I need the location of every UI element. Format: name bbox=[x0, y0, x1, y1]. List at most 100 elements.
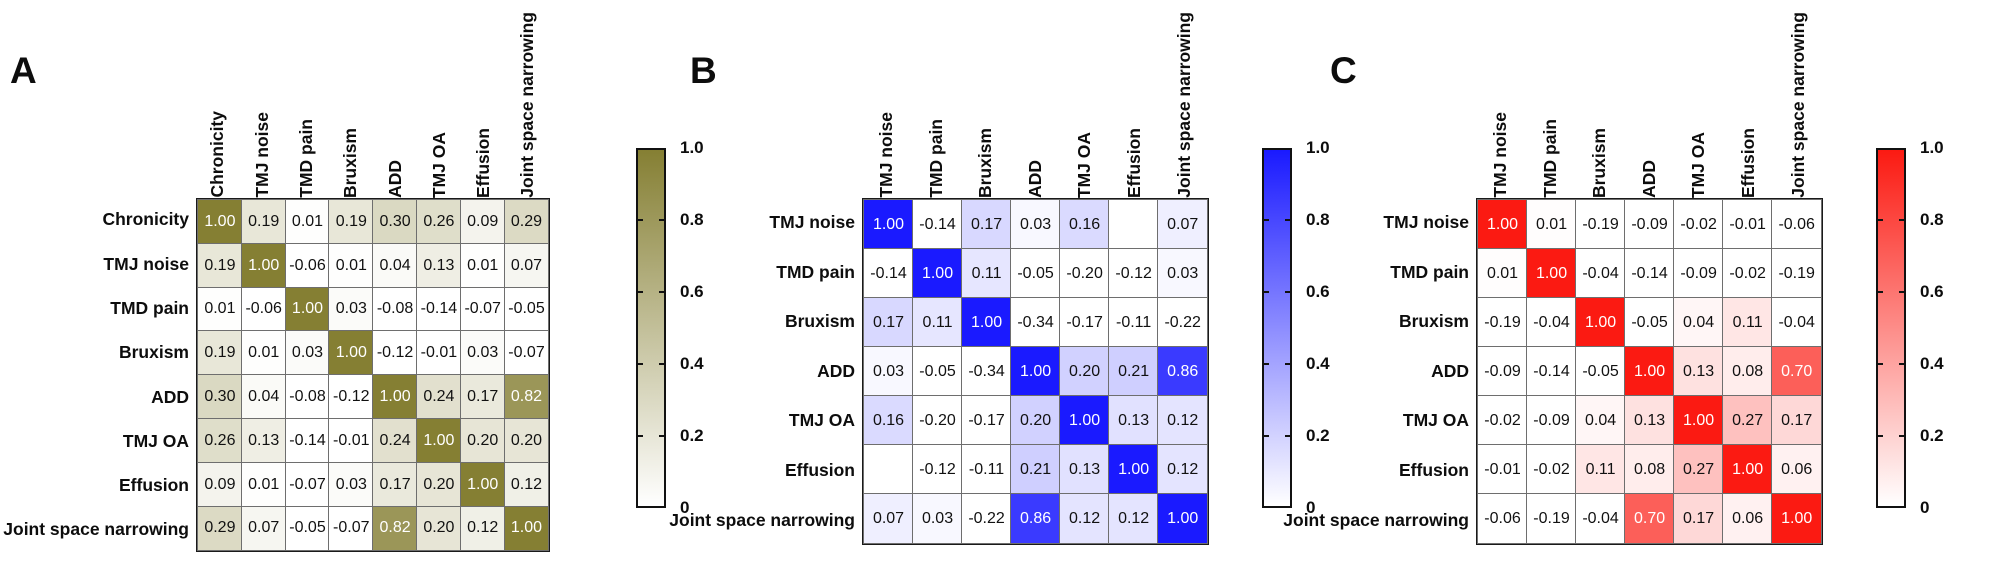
colorbar-tick-right bbox=[659, 218, 666, 222]
row-label-0: TMJ noise bbox=[1383, 212, 1469, 233]
heatmap-cell: 0.12 bbox=[1157, 395, 1208, 446]
colorbar-tick-left bbox=[1262, 362, 1269, 366]
heatmap-cell: -0.07 bbox=[504, 330, 549, 376]
heatmap-cell: -0.06 bbox=[241, 287, 287, 332]
row-label-0: Chronicity bbox=[102, 209, 189, 230]
heatmap-cell: 0.70 bbox=[1771, 346, 1822, 397]
colorbar-tick-label-3: 0.4 bbox=[1306, 354, 1330, 373]
heatmap-cell: -0.12 bbox=[1108, 248, 1159, 299]
colorbar-tick-label-1: 0.8 bbox=[1306, 210, 1330, 229]
column-label-1: TMD pain bbox=[1526, 48, 1576, 198]
heatmap-cell: 0.04 bbox=[241, 374, 287, 420]
heatmap-cell: 0.86 bbox=[1157, 346, 1208, 397]
heatmap-cell: -0.11 bbox=[1108, 297, 1159, 348]
row-label-2: Bruxism bbox=[1398, 311, 1469, 332]
heatmap-cell: -0.07 bbox=[285, 462, 330, 508]
heatmap-cell: -0.09 bbox=[1673, 248, 1724, 299]
heatmap-cell: -0.20 bbox=[912, 395, 963, 446]
heatmap-cell: -0.04 bbox=[1575, 493, 1626, 544]
heatmap-cell: 0.17 bbox=[863, 297, 914, 348]
row-label-6: Effusion bbox=[119, 475, 189, 496]
row-label-6: Joint space narrowing bbox=[669, 509, 855, 530]
column-label-text: TMD pain bbox=[1539, 119, 1560, 198]
heatmap-cell: -0.08 bbox=[372, 287, 418, 332]
heatmap-cell: 0.21 bbox=[1108, 346, 1159, 397]
heatmap-cell: 1.00 bbox=[416, 418, 462, 464]
heatmap-cell: -0.14 bbox=[1624, 248, 1675, 299]
heatmap-cell: 0.01 bbox=[460, 243, 506, 289]
heatmap-cell: 1.00 bbox=[1157, 493, 1208, 544]
heatmap-cell: 0.11 bbox=[961, 248, 1012, 299]
colorbar-tick-left bbox=[1876, 218, 1883, 222]
colorbar-tick-left bbox=[1262, 218, 1269, 222]
heatmap-cell: 1.00 bbox=[1771, 493, 1822, 544]
heatmap-cell: -0.11 bbox=[961, 444, 1012, 495]
heatmap-cell: 1.00 bbox=[197, 199, 243, 245]
heatmap-cell: -0.01 bbox=[1722, 199, 1773, 250]
heatmap-cell: -0.04 bbox=[1526, 297, 1577, 348]
heatmap-cell: 0.09 bbox=[197, 462, 243, 508]
heatmap-cell: -0.14 bbox=[416, 287, 462, 332]
heatmap-cell: -0.14 bbox=[912, 199, 963, 250]
heatmap-cell: -0.19 bbox=[1526, 493, 1577, 544]
heatmap-cell: 0.20 bbox=[460, 418, 506, 464]
colorbar-tick-label-0: 1.0 bbox=[680, 138, 704, 157]
panel-label-c: C bbox=[1330, 50, 1357, 91]
heatmap-cell: 0.01 bbox=[285, 199, 330, 245]
heatmap-cell: 0.82 bbox=[504, 374, 549, 420]
heatmap-cell: 0.07 bbox=[1157, 199, 1208, 250]
heatmap-cell: 1.00 bbox=[1477, 199, 1528, 250]
heatmap-cell: -0.09 bbox=[1624, 199, 1675, 250]
heatmap-cell: 0.20 bbox=[1059, 346, 1110, 397]
row-label-3: ADD bbox=[1431, 360, 1469, 381]
heatmap-cell: -0.09 bbox=[1526, 395, 1577, 446]
heatmap-cell: 0.01 bbox=[197, 287, 243, 332]
heatmap-cell: 0.03 bbox=[912, 493, 963, 544]
heatmap-cell: -0.34 bbox=[961, 346, 1012, 397]
column-label-5: Effusion bbox=[1724, 48, 1774, 198]
colorbar-tick-label-4: 0.2 bbox=[680, 426, 704, 445]
heatmap-cell: 0.27 bbox=[1673, 444, 1724, 495]
row-label-2: TMD pain bbox=[110, 297, 189, 318]
heatmap-cell: -0.14 bbox=[285, 418, 330, 464]
colorbar-tick-left bbox=[636, 434, 643, 438]
heatmap-cell: 0.17 bbox=[961, 199, 1012, 250]
row-label-6: Joint space narrowing bbox=[1283, 509, 1469, 530]
heatmap-cell: 0.17 bbox=[1771, 395, 1822, 446]
heatmap-cell: -0.04 bbox=[1771, 297, 1822, 348]
colorbar-tick-right bbox=[1285, 218, 1292, 222]
heatmap-cell: -0.02 bbox=[1722, 248, 1773, 299]
heatmap-cell: 1.00 bbox=[1673, 395, 1724, 446]
heatmap-cell: -0.14 bbox=[1526, 346, 1577, 397]
colorbar-tick-left bbox=[1876, 290, 1883, 294]
heatmap-cell: 1.00 bbox=[1059, 395, 1110, 446]
colorbar-tick-label-2: 0.6 bbox=[680, 282, 704, 301]
colorbar-tick-label-3: 0.4 bbox=[1920, 354, 1944, 373]
heatmap-cell: -0.22 bbox=[1157, 297, 1208, 348]
heatmap-cell: 0.06 bbox=[1722, 493, 1773, 544]
heatmap-cell: 0.11 bbox=[912, 297, 963, 348]
colorbar-tick-label-0: 1.0 bbox=[1306, 138, 1330, 157]
colorbar-tick-label-4: 0.2 bbox=[1306, 426, 1330, 445]
colorbar-tick-label-5: 0 bbox=[1920, 498, 1930, 517]
row-label-1: TMD pain bbox=[776, 261, 855, 282]
heatmap-cell: 0.70 bbox=[1624, 493, 1675, 544]
colorbar-tick-left bbox=[636, 218, 643, 222]
heatmap-cell: 1.00 bbox=[912, 248, 963, 299]
heatmap-cell: -0.20 bbox=[1059, 248, 1110, 299]
column-label-text: Bruxism bbox=[1589, 127, 1610, 198]
column-label-4: TMJ OA bbox=[1674, 48, 1724, 198]
colorbar-tick-right bbox=[659, 290, 666, 294]
column-label-text: TMJ noise bbox=[1490, 112, 1511, 198]
colorbar-tick-label-5: 0 bbox=[680, 498, 690, 517]
heatmap-cell: 0.17 bbox=[372, 462, 418, 508]
heatmap-cell: 0.13 bbox=[1624, 395, 1675, 446]
heatmap-cell: 0.29 bbox=[504, 199, 549, 245]
column-label-text: ADD bbox=[1638, 160, 1659, 198]
heatmap-cell: 0.13 bbox=[1108, 395, 1159, 446]
